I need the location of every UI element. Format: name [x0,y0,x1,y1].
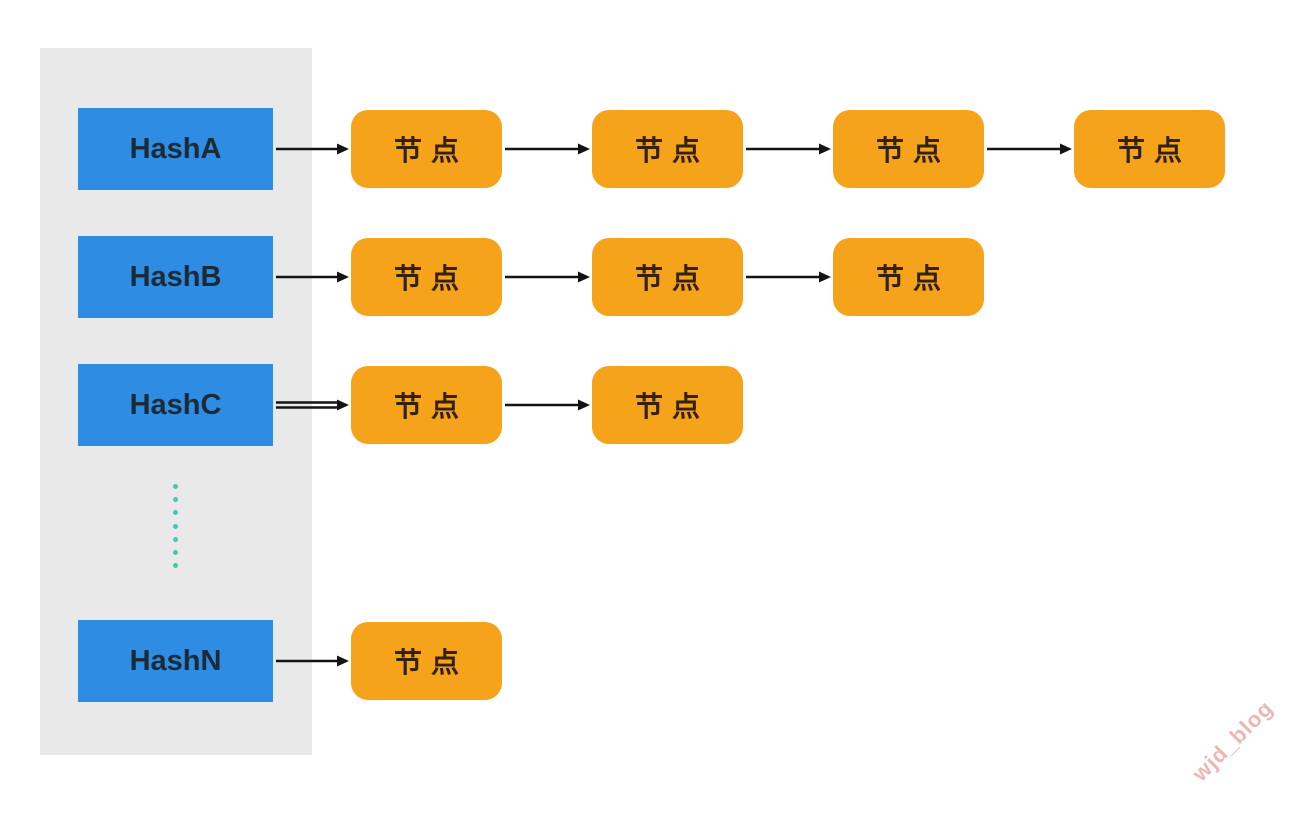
node-label: 节点 [1116,135,1191,166]
linked-list-node: 节点 [592,366,743,444]
node-label: 节点 [634,135,709,166]
linked-list-node: 节点 [592,110,743,188]
ellipsis-dot [173,497,178,503]
next-pointer-arrow [505,271,590,283]
node-label: 节点 [393,263,468,294]
next-pointer-arrow [505,399,590,411]
next-pointer-arrow [746,143,831,155]
hash-bucket-label: HashN [129,644,222,677]
node-label: 节点 [393,647,468,678]
node-label: 节点 [393,391,468,422]
node-label: 节点 [393,135,468,166]
ellipsis-dot [173,523,178,529]
node-label: 节点 [634,391,709,422]
linked-list-node: 节点 [833,110,984,188]
ellipsis-dot [173,563,178,569]
next-pointer-arrow [987,143,1072,155]
hash-bucket-label: HashA [129,132,222,165]
node-label: 节点 [634,263,709,294]
ellipsis-dot [173,550,178,555]
next-pointer-arrow [505,143,590,155]
linked-list-node: 节点 [833,238,984,316]
ellipsis-dot [173,510,178,516]
ellipsis-dot [173,484,178,489]
next-pointer-arrow [746,271,831,283]
linked-list-node: 节点 [592,238,743,316]
node-label: 节点 [875,263,950,294]
linked-list-node: 节点 [351,366,502,444]
linked-list-node: 节点 [351,622,502,700]
node-label: 节点 [875,135,950,166]
linked-list-node: 节点 [351,238,502,316]
watermark-text: wjd_blog [1187,695,1279,787]
hash-bucket-hashc: HashC [78,364,273,446]
hash-bucket-label: HashB [129,260,222,293]
hash-bucket-label: HashC [129,388,222,421]
linked-list-node: 节点 [351,110,502,188]
hash-bucket-hasha: HashA [78,108,273,190]
ellipsis-dot [173,536,178,542]
hash-bucket-hashn: HashN [78,620,273,702]
hash-bucket-hashb: HashB [78,236,273,318]
linked-list-node: 节点 [1074,110,1225,188]
